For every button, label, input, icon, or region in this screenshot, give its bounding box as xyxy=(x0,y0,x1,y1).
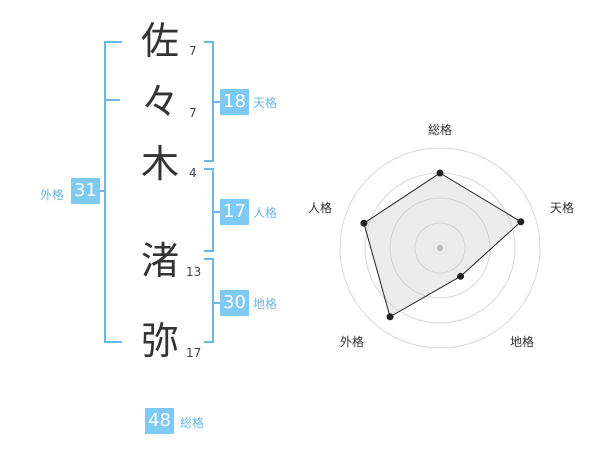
jinkaku-bracket-stem xyxy=(213,211,221,213)
jinkaku-label: 人格 xyxy=(253,206,278,220)
chikaku-bracket xyxy=(204,258,214,343)
chikaku-value-badge: 30 xyxy=(220,290,249,316)
tenkaku-bracket-stem xyxy=(213,101,221,103)
radar-point-4 xyxy=(386,313,394,321)
stroke-count-1: 7 xyxy=(189,44,197,58)
soukaku-value-badge: 48 xyxy=(145,408,174,434)
tenkaku-value-badge: 18 xyxy=(220,89,249,115)
stroke-count-4: 13 xyxy=(186,265,202,279)
radar-point-5 xyxy=(360,219,368,227)
soukaku-label: 総格 xyxy=(180,416,205,430)
radar-ring-2 xyxy=(389,197,491,299)
gaikaku-value-badge: 31 xyxy=(71,178,100,204)
radar-axis-label-jinkaku: 人格 xyxy=(308,201,333,215)
jinkaku-bracket xyxy=(204,168,214,252)
jinkaku-value-badge: 17 xyxy=(220,199,249,225)
gaikaku-bracket-tick xyxy=(104,99,120,101)
radar-ring-1 xyxy=(414,222,466,274)
name-char-4: 渚 xyxy=(140,239,179,283)
chikaku-label: 地格 xyxy=(253,297,278,311)
radar-axis-label-gaikaku: 外格 xyxy=(340,335,365,349)
name-char-2: 々 xyxy=(140,80,179,124)
name-char-5: 弥 xyxy=(140,319,179,363)
name-char-3: 木 xyxy=(140,142,179,186)
radar-point-2 xyxy=(517,218,525,226)
radar-axis-label-soukaku: 総格 xyxy=(428,123,453,137)
radar-series-polygon xyxy=(363,172,522,318)
chikaku-bracket-stem xyxy=(213,302,221,304)
radar-center-dot xyxy=(437,245,443,251)
stroke-count-3: 4 xyxy=(189,166,197,180)
radar-axis-label-tenkaku: 天格 xyxy=(550,201,575,215)
radar-point-3 xyxy=(457,272,465,280)
radar-point-1 xyxy=(436,169,444,177)
gaikaku-bracket xyxy=(104,41,122,343)
radar-chart xyxy=(339,147,541,349)
tenkaku-label: 天格 xyxy=(253,96,278,110)
gaikaku-label: 外格 xyxy=(40,188,65,202)
name-char-1: 佐 xyxy=(140,19,179,63)
stroke-count-5: 17 xyxy=(186,346,202,360)
radar-axis-label-chikaku: 地格 xyxy=(510,335,535,349)
gaikaku-bracket-stem xyxy=(97,190,105,192)
stroke-count-2: 7 xyxy=(189,106,197,120)
